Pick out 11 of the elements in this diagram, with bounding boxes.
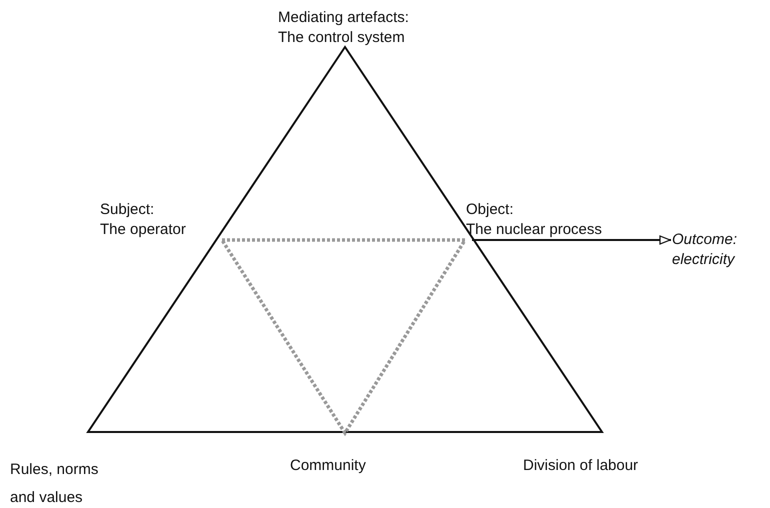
label-text: Community [290,456,366,476]
label-text: electricity [672,250,735,270]
label-text: Object: [466,200,514,220]
label-text: The control system [278,28,405,48]
label-text: Mediating artefacts: [278,8,409,28]
label-text: The operator [100,220,186,240]
label-text: Subject: [100,200,154,220]
label-text: Rules, norms and values [10,460,100,508]
label-text: Outcome: [672,230,738,250]
arrow [472,235,671,245]
label-text: Division of labour [523,456,638,476]
